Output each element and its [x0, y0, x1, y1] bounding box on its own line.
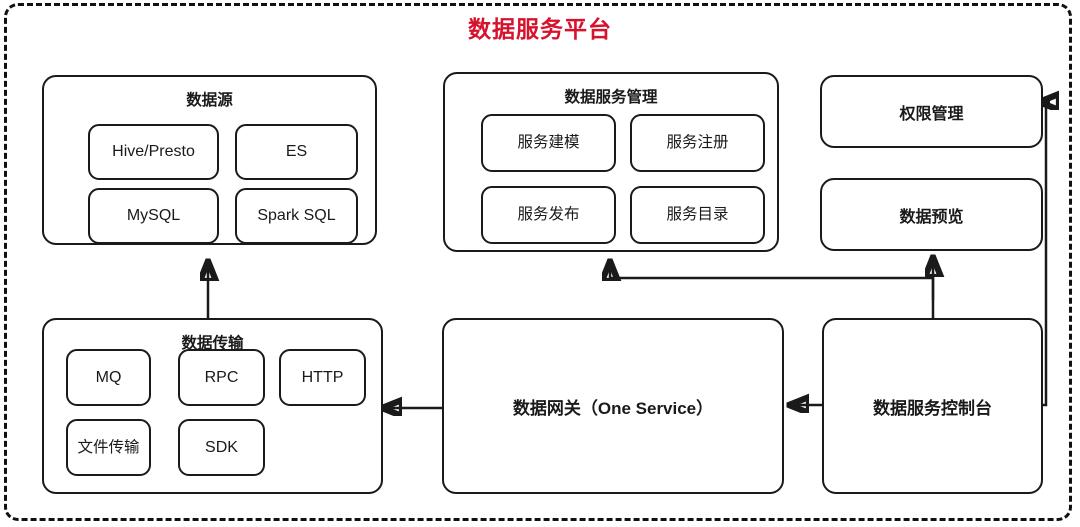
chip-service-modeling[interactable]: 服务建模 — [481, 114, 616, 172]
chip-mq[interactable]: MQ — [66, 349, 151, 406]
chip-http[interactable]: HTTP — [279, 349, 366, 406]
chip-hive-presto[interactable]: Hive/Presto — [88, 124, 219, 180]
chip-es[interactable]: ES — [235, 124, 358, 180]
box-service-console[interactable]: 数据服务控制台 — [822, 318, 1043, 494]
platform-boundary — [4, 3, 1072, 521]
platform-title: 数据服务平台 — [468, 16, 612, 42]
chip-spark-sql[interactable]: Spark SQL — [235, 188, 358, 244]
group-title-data-transfer: 数据传输 — [181, 335, 244, 352]
chip-file-transfer[interactable]: 文件传输 — [66, 419, 151, 476]
group-title-data-source: 数据源 — [186, 92, 233, 109]
chip-sdk[interactable]: SDK — [178, 419, 265, 476]
chip-service-catalog[interactable]: 服务目录 — [630, 186, 765, 244]
chip-service-publishing[interactable]: 服务发布 — [481, 186, 616, 244]
box-permission-management[interactable]: 权限管理 — [820, 75, 1043, 148]
box-data-gateway[interactable]: 数据网关（One Service） — [442, 318, 784, 494]
chip-rpc[interactable]: RPC — [178, 349, 265, 406]
chip-service-registration[interactable]: 服务注册 — [630, 114, 765, 172]
group-title-service-management: 数据服务管理 — [564, 89, 658, 106]
box-data-preview[interactable]: 数据预览 — [820, 178, 1043, 251]
chip-mysql[interactable]: MySQL — [88, 188, 219, 244]
